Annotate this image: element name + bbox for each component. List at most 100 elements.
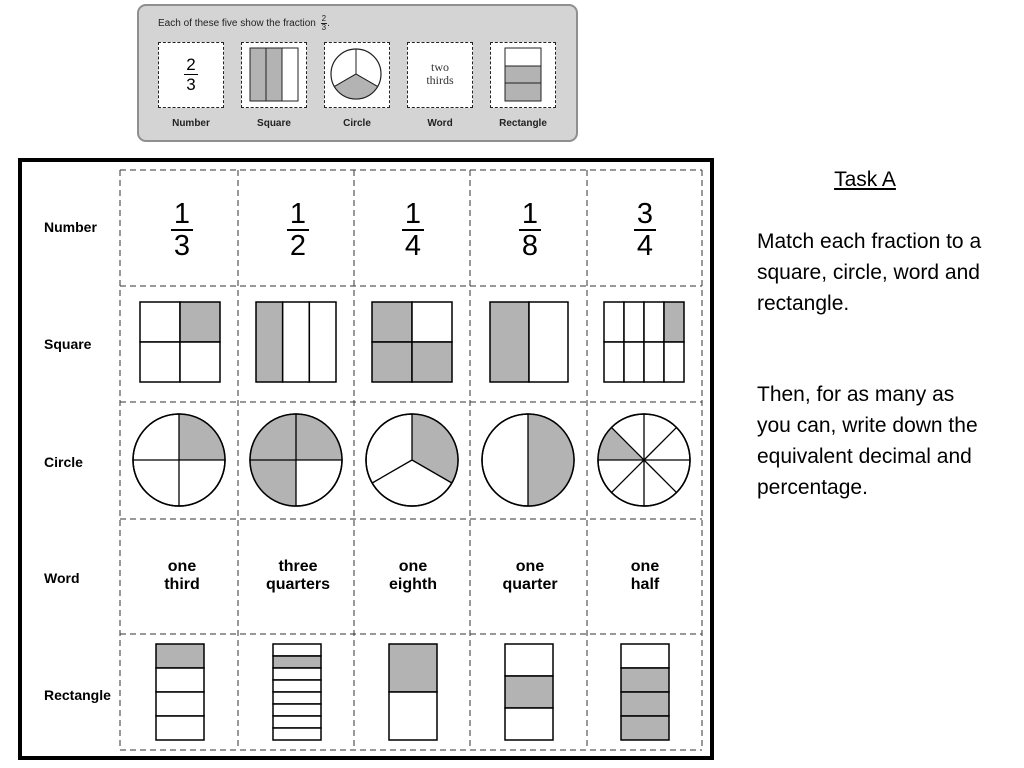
- rectangle-part: [620, 691, 670, 717]
- rectangle-part: [272, 655, 322, 669]
- square-part: [643, 341, 665, 383]
- example-card-word: two thirds: [407, 42, 473, 108]
- fraction-denominator: 2: [289, 230, 307, 262]
- example-word-line2: thirds: [426, 73, 454, 87]
- square-part: [139, 341, 181, 383]
- square-part: [281, 301, 311, 383]
- example-card-number: 2 3: [158, 42, 224, 108]
- word-card-5: one half: [590, 558, 700, 594]
- fraction-denominator: 8: [521, 230, 539, 262]
- fraction-numerator: 1: [402, 199, 424, 231]
- square-part: [663, 341, 685, 383]
- number-card-1: 1 3: [162, 199, 202, 261]
- rectangle-part: [504, 707, 554, 741]
- fraction-card-grid: Number Square Circle Word Rectangle 1 3 …: [18, 158, 714, 760]
- example-square-diagram: [249, 47, 299, 102]
- example-number-denominator: 3: [186, 75, 196, 94]
- rectangle-part: [504, 643, 554, 677]
- word-line1: one: [630, 558, 660, 575]
- example-title: Each of these five show the fraction 2 3…: [158, 15, 330, 32]
- rectangle-part: [155, 691, 205, 717]
- example-label-square: Square: [257, 118, 291, 129]
- square-part: [179, 341, 221, 383]
- example-circle-shaded-sector: [333, 73, 379, 100]
- rectangle-part: [272, 679, 322, 693]
- example-word-line1: two: [431, 60, 449, 74]
- row-label-word: Word: [44, 570, 80, 586]
- square-part: [663, 301, 685, 343]
- number-card-3: 1 4: [393, 199, 433, 261]
- example-title-fraction-numerator: 2: [320, 14, 328, 24]
- square-part: [623, 341, 645, 383]
- square-part: [643, 301, 665, 343]
- circle-shaded-sector: [528, 414, 574, 506]
- word-card-3: one eighth: [358, 558, 468, 594]
- fraction-numerator: 3: [634, 199, 656, 231]
- square-part: [308, 301, 337, 383]
- rectangle-part: [504, 675, 554, 709]
- example-card-square: [241, 42, 307, 108]
- rectangle-part: [272, 703, 322, 717]
- example-number-numerator: 2: [184, 56, 198, 75]
- circle-shaded-sector: [250, 460, 296, 506]
- example-rectangle-diagram: [504, 47, 542, 102]
- word-line1: three: [278, 558, 318, 575]
- word-line1: one: [167, 558, 197, 575]
- example-label-number: Number: [172, 118, 210, 129]
- number-card-4: 1 8: [510, 199, 550, 261]
- example-title-period: .: [327, 18, 330, 30]
- fraction-numerator: 1: [171, 199, 193, 231]
- rectangle-part: [388, 691, 438, 741]
- fraction-denominator: 4: [404, 230, 422, 262]
- example-word-text: two thirds: [408, 61, 472, 87]
- word-line2: half: [630, 576, 660, 593]
- fraction-denominator: 3: [173, 230, 191, 262]
- number-card-2: 1 2: [278, 199, 318, 261]
- row-label-number: Number: [44, 219, 97, 235]
- rectangle-part: [272, 667, 322, 681]
- fraction-denominator: 4: [636, 230, 654, 262]
- circle-shaded-sector: [296, 414, 342, 460]
- word-line2: eighth: [389, 576, 437, 593]
- rectangle-part: [620, 715, 670, 741]
- example-label-circle: Circle: [343, 118, 371, 129]
- circle-shaded-sector: [179, 414, 225, 460]
- square-part: [139, 301, 181, 343]
- circle-shaded-sector: [250, 414, 296, 460]
- word-line2: quarters: [265, 576, 331, 593]
- word-line2: third: [164, 576, 200, 593]
- fraction-numerator: 1: [287, 199, 309, 231]
- square-part: [179, 301, 221, 343]
- fraction-numerator: 1: [519, 199, 541, 231]
- example-label-word: Word: [427, 118, 453, 129]
- number-card-5: 3 4: [625, 199, 665, 261]
- example-card-circle: [324, 42, 390, 108]
- square-part: [603, 341, 625, 383]
- rectangle-part: [155, 667, 205, 693]
- example-title-fraction-denominator: 3: [321, 23, 327, 32]
- square-part: [603, 301, 625, 343]
- square-part: [255, 301, 284, 383]
- row-label-square: Square: [44, 336, 92, 352]
- example-panel: Each of these five show the fraction 2 3…: [137, 4, 578, 142]
- rectangle-part: [272, 715, 322, 729]
- circle-shaded-sector: [412, 414, 458, 483]
- word-line2: quarter: [502, 576, 558, 593]
- square-part: [371, 341, 413, 383]
- task-title: Task A: [834, 168, 896, 191]
- word-card-4: one quarter: [475, 558, 585, 594]
- square-part: [411, 301, 453, 343]
- circle-shaded-sector: [598, 427, 644, 460]
- task-instructions: Match each fraction to a square, circle,…: [757, 230, 982, 315]
- word-line1: one: [515, 558, 545, 575]
- rectangle-part: [272, 727, 322, 741]
- example-title-text: Each of these five show the fraction: [158, 18, 316, 30]
- example-label-rectangle: Rectangle: [499, 118, 547, 129]
- rectangle-part: [155, 643, 205, 669]
- example-title-fraction: 2 3: [320, 14, 328, 32]
- rectangle-part: [620, 643, 670, 669]
- rectangle-part: [155, 715, 205, 741]
- rectangle-part: [272, 691, 322, 705]
- word-card-2: three quarters: [243, 558, 353, 594]
- square-part: [489, 301, 530, 383]
